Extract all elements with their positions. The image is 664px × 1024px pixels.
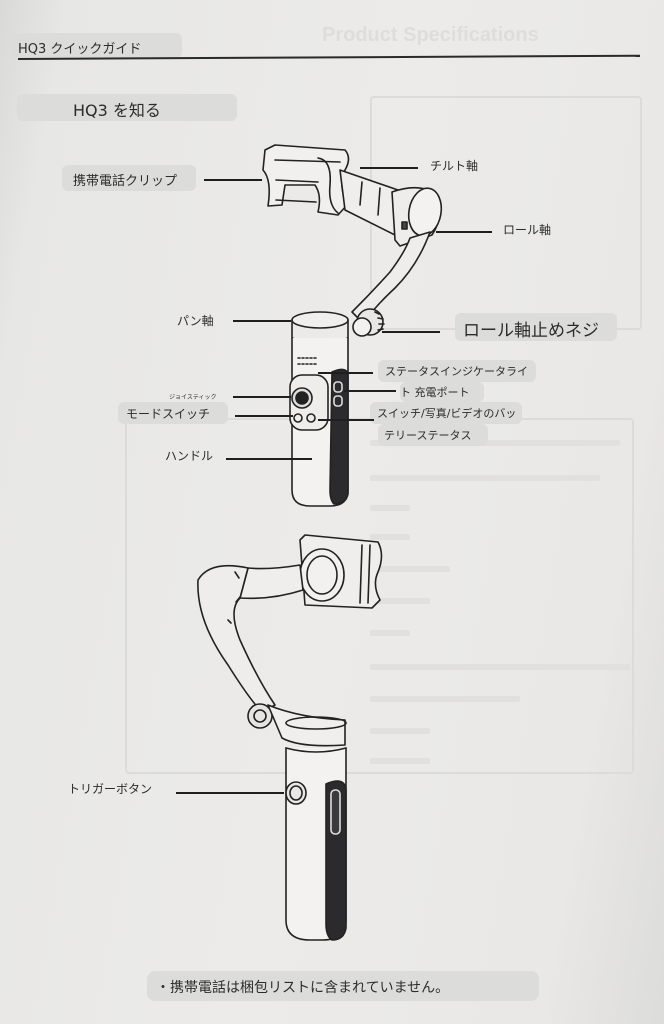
- leader-line: [233, 396, 291, 398]
- bleed-through-line: [370, 664, 630, 670]
- label-phone-clip: 携帯電話クリップ: [73, 174, 178, 189]
- label-pill: [118, 402, 228, 424]
- label-pill: [62, 165, 196, 191]
- header-title-pill: [10, 33, 182, 58]
- label-pill: [378, 424, 488, 446]
- label-handle: ハンドル: [165, 449, 214, 463]
- leader-line: [360, 167, 418, 169]
- label-pill: [378, 360, 536, 382]
- bleed-through-line: [370, 728, 430, 734]
- leader-line: [318, 372, 373, 374]
- bleed-through-line: [370, 475, 600, 481]
- bleed-through-line: [370, 440, 620, 446]
- leader-line: [204, 179, 262, 181]
- leader-line: [344, 390, 396, 392]
- leader-line: [176, 792, 284, 794]
- label-tilt-axis: チルト軸: [430, 159, 479, 173]
- label-switch-battery-line1: スイッチ/写真/ビデオのバッ: [377, 407, 517, 420]
- leader-line: [382, 331, 440, 333]
- footer-note: ・携帯電話は梱包リストに含まれていません。: [156, 980, 450, 996]
- label-pill: [400, 382, 484, 402]
- section-title-pill: [17, 94, 237, 121]
- bleed-through-line: [370, 534, 410, 540]
- leader-line: [318, 419, 374, 421]
- label-pill: [370, 402, 522, 424]
- bleed-through-line: [370, 758, 430, 764]
- leader-line: [436, 231, 492, 233]
- header-title: HQ3 クイックガイド: [18, 42, 142, 57]
- section-title: HQ3 を知る: [73, 101, 161, 120]
- label-mode-switch: モードスイッチ: [126, 407, 211, 421]
- leader-line: [235, 415, 293, 417]
- label-trigger-button: トリガーボタン: [68, 782, 153, 796]
- bleed-through-line: [370, 598, 430, 604]
- leader-line: [226, 458, 312, 460]
- leader-line: [233, 320, 291, 322]
- label-roll-axis: ロール軸: [503, 223, 552, 237]
- bleed-through-line: [370, 566, 450, 572]
- bleed-through-line: [370, 505, 410, 511]
- label-joystick: ジョイスティック: [169, 394, 217, 401]
- label-status-indicator-line1: ステータスインジケータライ: [385, 365, 528, 378]
- label-switch-battery-line2: テリーステータス: [384, 429, 472, 442]
- label-pill: [455, 313, 617, 341]
- bleed-through-heading: Product Specifications: [322, 24, 539, 46]
- bleed-through-line: [370, 630, 410, 636]
- bleed-through-line: [370, 696, 520, 702]
- label-roll-lock-screw: ロール軸止めネジ: [463, 321, 599, 341]
- label-status-indicator-line2: ト 充電ポート: [400, 386, 470, 399]
- footer-note-pill: [147, 971, 539, 1001]
- label-pan-axis: パン軸: [177, 314, 214, 328]
